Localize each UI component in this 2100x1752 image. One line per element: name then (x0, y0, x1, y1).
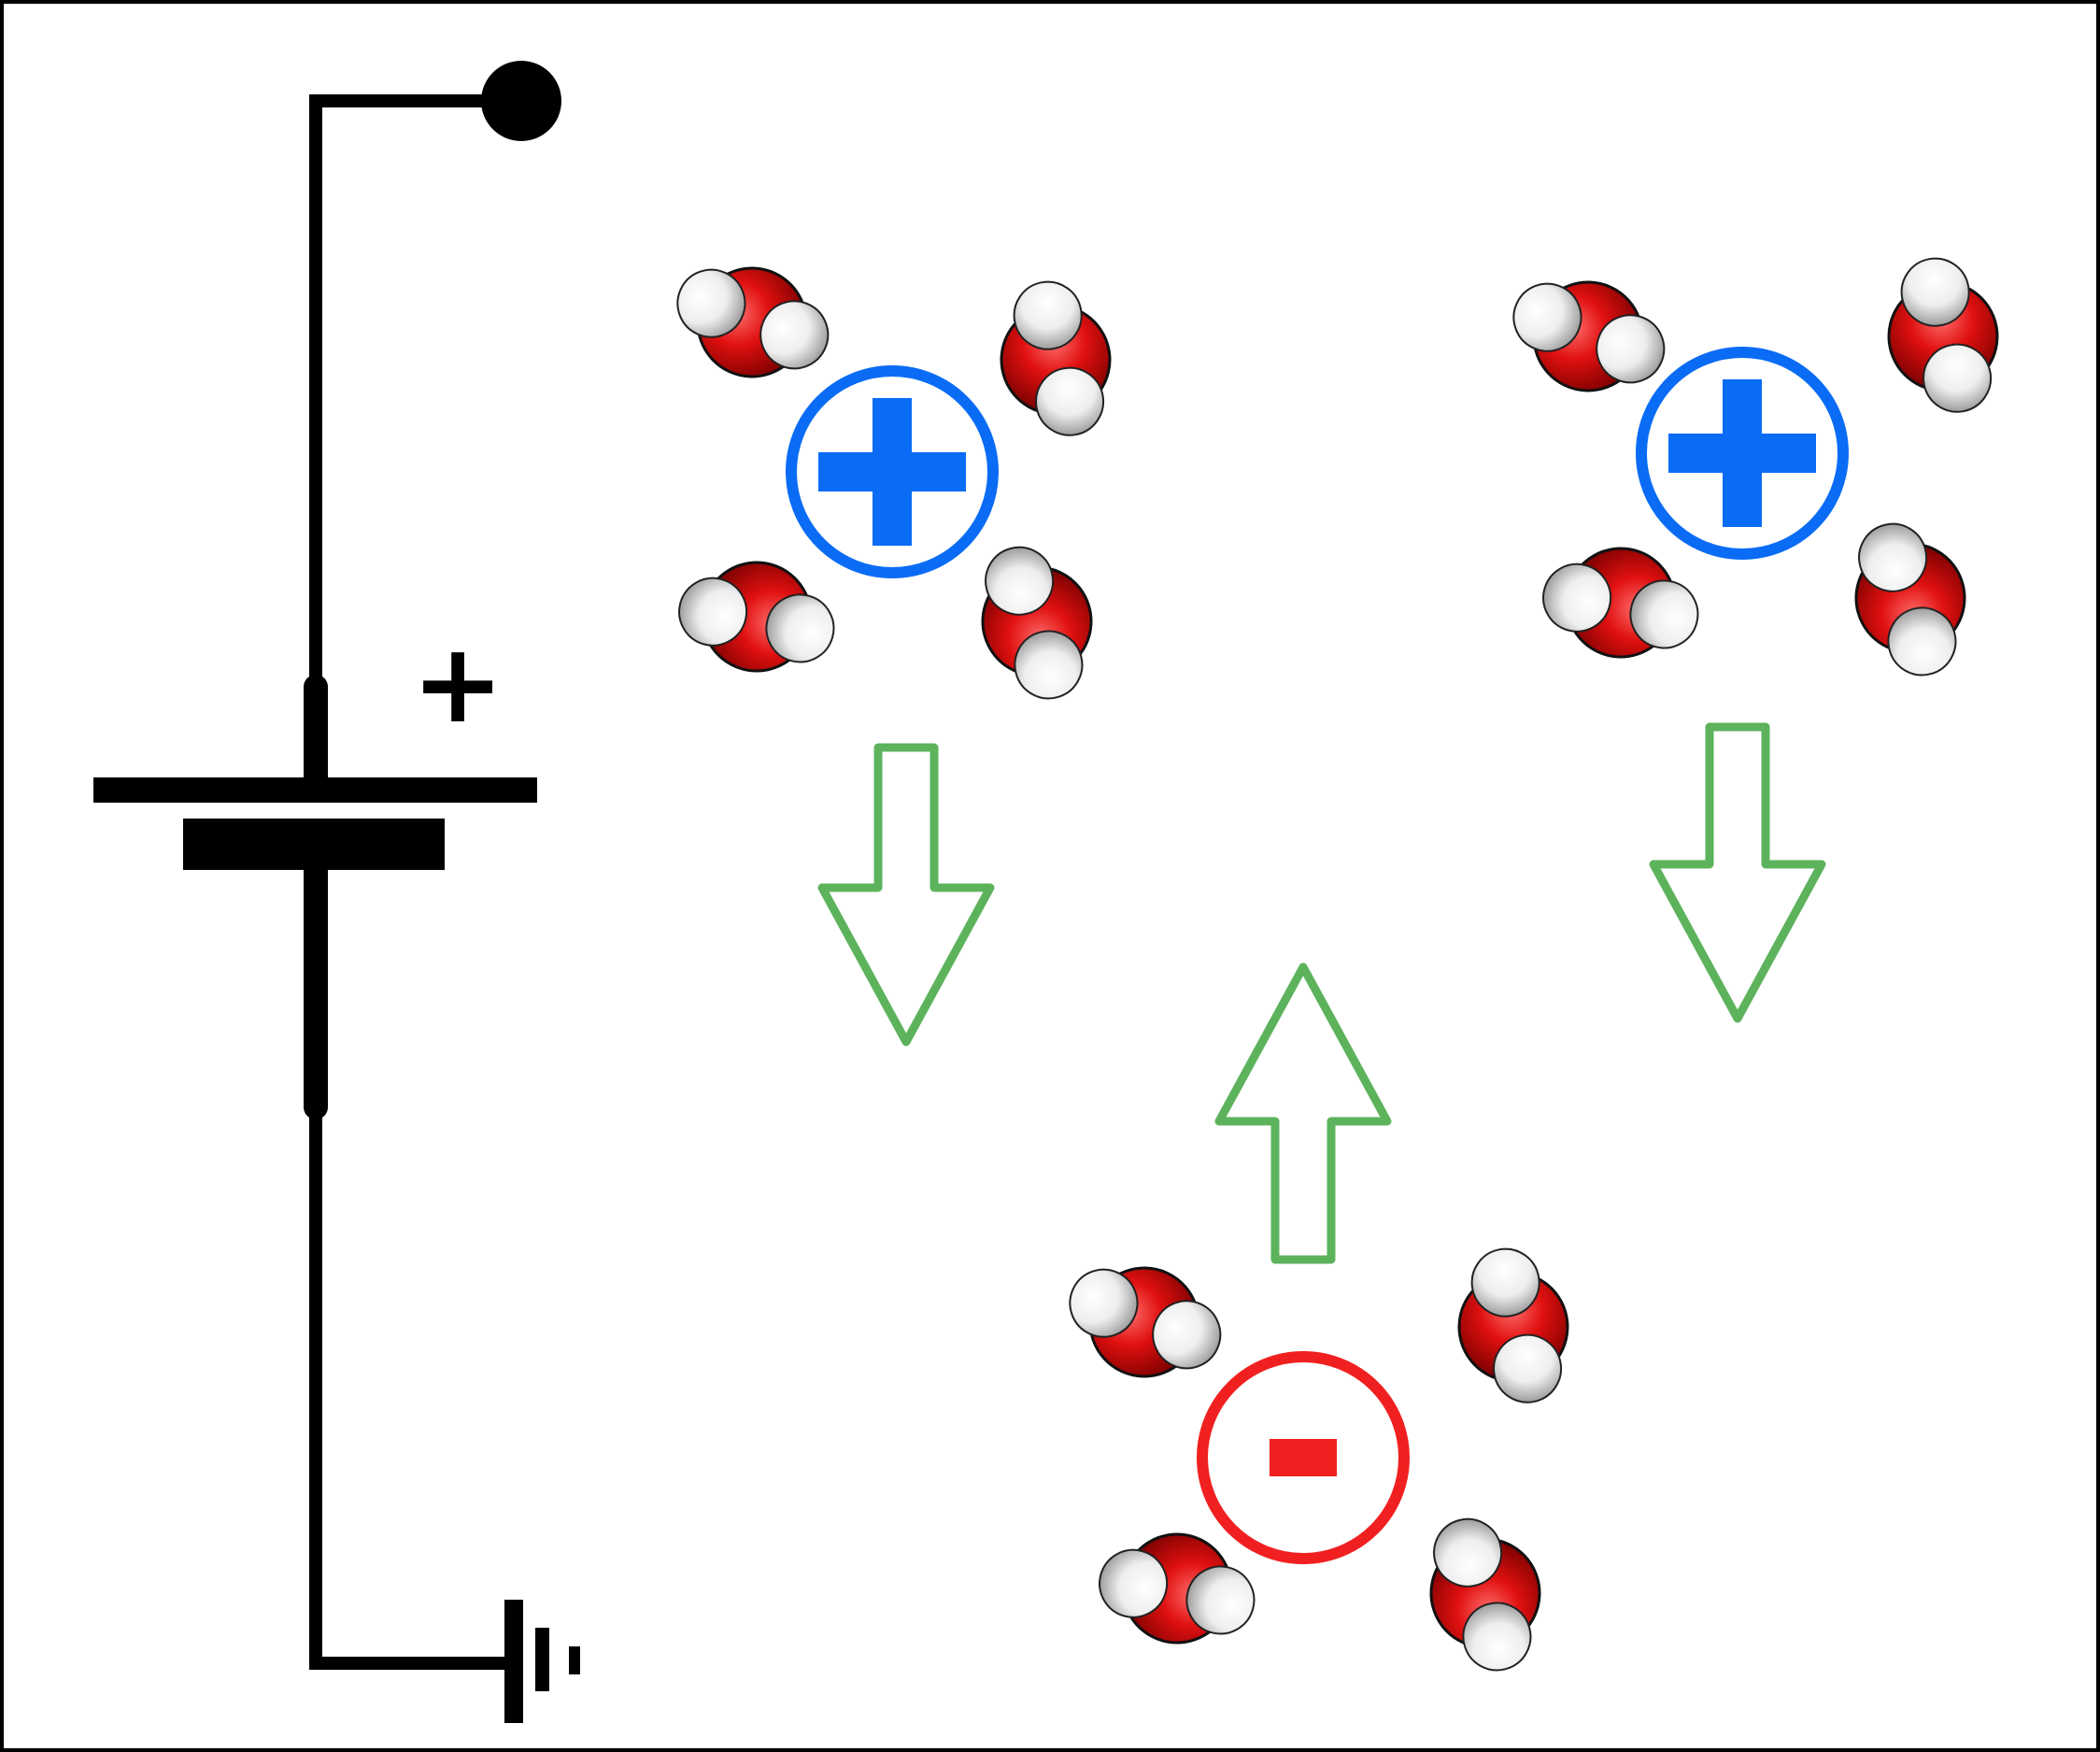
hydrogen-atom (1013, 280, 1083, 350)
hydrogen-atom (1629, 579, 1699, 649)
hydrogen-atom (678, 577, 748, 647)
hydrogen-atom (1433, 1517, 1503, 1588)
hydrogen-atom (1858, 522, 1928, 592)
anion-group (1069, 962, 1569, 1672)
terminal-dot-icon (481, 61, 561, 141)
hydrogen-atom (1923, 343, 1993, 413)
hydrogen-atom (1152, 1300, 1222, 1370)
arrow-down-icon (1649, 722, 1826, 1023)
hydrogen-atom (1462, 1602, 1532, 1672)
water-molecule-icon (1512, 280, 1666, 392)
hydrogen-atom (1887, 606, 1957, 677)
ground-line-3 (569, 1646, 580, 1674)
hydrogen-atom (1185, 1565, 1256, 1635)
water-molecule-icon (1000, 280, 1112, 436)
water-molecule-icon (981, 546, 1093, 700)
water-molecule-icon (1542, 547, 1699, 659)
plus-sign-icon (1668, 379, 1816, 527)
hydrogen-atom (1493, 1333, 1563, 1403)
hydrogen-atom (1069, 1268, 1139, 1338)
battery-long-plate (93, 777, 537, 803)
hydrogen-atom (1512, 282, 1582, 352)
cation-group (676, 266, 1112, 1047)
minus-sign-icon (1270, 1439, 1337, 1476)
water-molecule-icon (1069, 1266, 1222, 1378)
hydrogen-atom (1035, 366, 1105, 436)
water-molecule-icon (678, 561, 835, 673)
circuit (304, 94, 528, 1670)
hydrogen-atom (1470, 1247, 1540, 1318)
hydrogen-atom (1099, 1548, 1169, 1618)
arrow-up-icon (1214, 962, 1392, 1264)
water-molecule-icon (676, 266, 830, 378)
ions-layer (676, 257, 1999, 1672)
hydrogen-atom (1014, 630, 1084, 700)
hydrogen-atom (1542, 563, 1612, 633)
battery-plus-label: + (412, 619, 504, 748)
bottom-wire (309, 1096, 520, 1670)
ground-line-1 (504, 1600, 523, 1723)
battery-icon (93, 777, 537, 870)
hydrogen-atom (759, 300, 830, 370)
ground-icon (504, 1600, 580, 1723)
battery-short-plate (183, 819, 445, 870)
water-molecule-icon (1457, 1247, 1569, 1403)
water-molecule-icon (1854, 522, 1966, 677)
plus-sign-icon (818, 398, 966, 546)
hydrogen-atom (1900, 257, 1970, 327)
hydrogen-atom (1596, 314, 1666, 384)
water-molecule-icon (1887, 257, 1999, 413)
arrow-down-icon (817, 743, 995, 1047)
cation-group (1512, 257, 1999, 1023)
ground-line-2 (535, 1628, 549, 1691)
water-molecule-icon (1429, 1517, 1541, 1672)
top-wire (309, 94, 528, 698)
hydrogen-atom (676, 268, 746, 338)
hydrogen-atom (985, 546, 1055, 616)
water-molecule-icon (1099, 1532, 1256, 1645)
hydrogen-atom (765, 593, 835, 663)
